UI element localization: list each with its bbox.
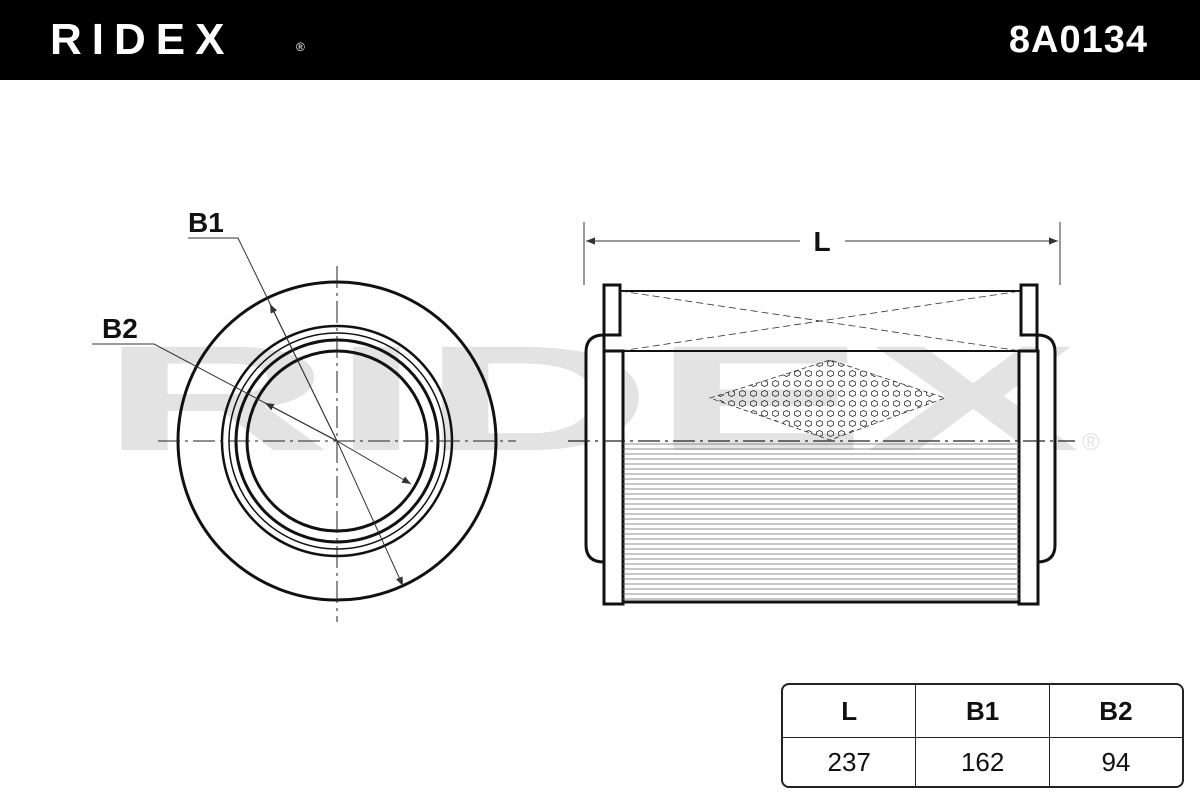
left-cap-rim [602, 283, 622, 337]
header-l: L [783, 685, 917, 738]
b2-label: B2 [102, 313, 138, 344]
left-end-cap [602, 349, 625, 606]
header-b2: B2 [1049, 685, 1182, 738]
header-b1: B1 [916, 685, 1050, 738]
side-view: L [568, 222, 1075, 606]
b2-arrow-left [264, 402, 338, 442]
value-b1: 162 [916, 738, 1050, 786]
cross-dash-2 [619, 290, 1022, 352]
front-view: B1 B2 [92, 207, 516, 622]
left-seal [584, 333, 606, 564]
right-cap-rim [1019, 283, 1039, 337]
value-l: 237 [783, 738, 917, 786]
l-label: L [813, 226, 830, 257]
watermark-reg-mark: ® [1082, 429, 1100, 456]
b1-label: B1 [188, 207, 224, 238]
table-row: 237 162 94 [783, 738, 1182, 786]
pleated-media [623, 442, 1019, 602]
b1-arrow-top [269, 303, 338, 442]
technical-drawing: B1 B2 L [92, 207, 1075, 622]
table-header-row: L B1 B2 [783, 685, 1182, 738]
brand-registered-mark: ® [296, 40, 305, 54]
brand-logo: RIDEX [50, 15, 235, 64]
right-seal [1035, 333, 1057, 564]
mesh-outline [708, 359, 947, 441]
b1-arrow-bottom [336, 440, 404, 587]
dimension-table: L B1 B2 237 162 94 [781, 683, 1184, 788]
part-number: 8A0134 [1008, 19, 1148, 61]
header-bar: RIDEX ® 8A0134 [0, 0, 1200, 80]
hex-mesh [710, 360, 945, 440]
value-b2: 94 [1101, 746, 1131, 777]
right-end-cap [1017, 349, 1040, 606]
b1-leader [188, 237, 338, 442]
b2-arrow-right [336, 440, 412, 485]
